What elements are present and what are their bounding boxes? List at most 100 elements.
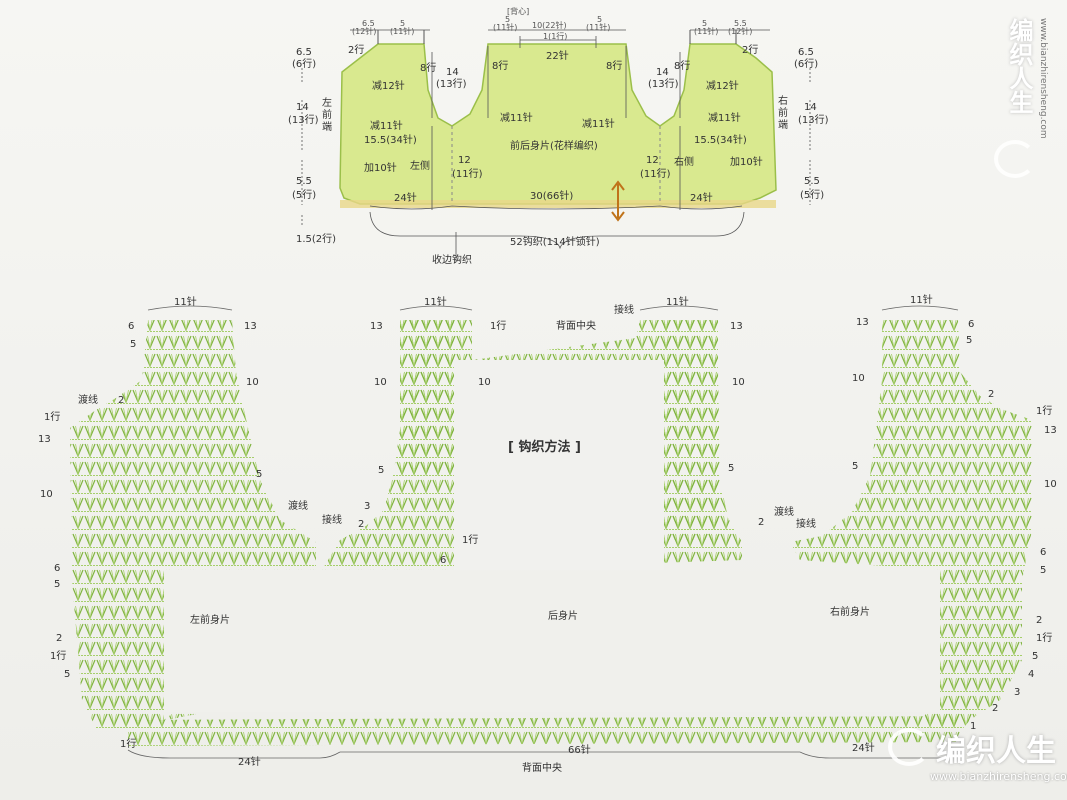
row-mark: 5 — [966, 335, 973, 346]
row-mark: 13 — [1044, 425, 1057, 436]
dim-left-shoulder: 6.5 — [362, 19, 375, 28]
row-mark: 1 — [970, 721, 977, 732]
row-mark: 10 — [732, 377, 745, 388]
dec12-r: 减12针 — [706, 81, 739, 92]
edge-label: 收边钩织 — [432, 255, 472, 266]
dim-right-shoulder: 5.5 — [734, 19, 747, 28]
row-mark: 5 — [54, 579, 61, 590]
right-h3r: (5行) — [800, 190, 825, 201]
rows2-r: 2行 — [742, 45, 759, 56]
shoulder-dash-r — [689, 30, 737, 44]
row-mark: 5 — [378, 465, 385, 476]
width-l: 15.5(34针) — [364, 135, 417, 146]
row-mark: 5 — [130, 339, 137, 350]
row-mark: 2 — [118, 395, 125, 406]
bottom-24-left: 24针 — [238, 757, 261, 768]
st11-a: 11针 — [174, 297, 197, 308]
row-mark: 10 — [246, 377, 259, 388]
row-mark: 1行 — [462, 535, 479, 546]
right-h2: 14 — [804, 102, 817, 113]
center-dim — [487, 46, 627, 118]
row-mark: 5 — [728, 463, 735, 474]
watermark-bottom-right: 编织人生 www.bianzhirensheng.com — [880, 722, 1067, 792]
row-mark: 6 — [1040, 547, 1047, 558]
watermark-brand-vertical: 编织人生 — [1005, 18, 1033, 114]
row-mark: 3 — [364, 501, 371, 512]
right-h3: 5.5 — [804, 176, 820, 187]
dec11-c2: 减11针 — [582, 119, 615, 130]
dim-left-strap-st: (11针) — [390, 27, 415, 36]
right-front-label: 右前端 — [778, 96, 788, 131]
row-mark: 5 — [256, 469, 263, 480]
left-h2: 14 — [296, 102, 309, 113]
st11-b: 11针 — [424, 297, 447, 308]
row-mark: 4 — [1028, 669, 1035, 680]
row-mark: 2 — [988, 389, 995, 400]
bottom-24-right: 24针 — [852, 743, 875, 754]
dim-center-st: 22针 — [546, 51, 569, 62]
row-mark: 2 — [358, 519, 365, 530]
row-mark: 1行 — [1036, 633, 1053, 644]
row-mark: 2 — [758, 517, 765, 528]
side-r: 右侧 — [674, 157, 694, 168]
cross-line-left-top: 渡线 — [78, 395, 98, 406]
row-mark: 5 — [64, 669, 71, 680]
swirl-logo-icon — [888, 728, 930, 766]
left-front-label: 左前端 — [322, 98, 332, 133]
back-opening — [454, 360, 664, 570]
rows2-l: 2行 — [348, 45, 365, 56]
row-mark: 10 — [40, 489, 53, 500]
width-dims — [369, 205, 743, 210]
left-h3r: (5行) — [292, 190, 317, 201]
side-h-l: 12 — [458, 155, 471, 166]
right-front-strap — [790, 320, 1032, 732]
rows8-c2: 8行 — [606, 61, 623, 72]
left-h2r: (13行) — [288, 115, 319, 126]
st11-d: 11针 — [910, 295, 933, 306]
dim-right-shoulder-st: (12针) — [728, 27, 753, 36]
arm-l: 14 — [446, 67, 459, 78]
bottom-24-l: 24针 — [394, 193, 417, 204]
row-mark: 10 — [374, 377, 387, 388]
row-mark: 6 — [440, 555, 447, 566]
dim-center-c-st: (11针) — [586, 23, 611, 32]
dim-center-a-st: (11针) — [493, 23, 518, 32]
dim-center-c: 5 — [597, 15, 603, 24]
side-h-r: 12 — [646, 155, 659, 166]
left-h3: 5.5 — [296, 176, 312, 187]
bottom-30: 30(66针) — [530, 191, 574, 202]
vest-body-shape — [339, 43, 777, 205]
row-mark: 5 — [852, 461, 859, 472]
row-mark: 5 — [1032, 651, 1039, 662]
cross-right: 渡线 — [774, 507, 794, 518]
dec11-l: 减11针 — [370, 121, 403, 132]
arm-rr: (13行) — [648, 79, 679, 90]
row-mark: 2 — [992, 703, 999, 714]
side-l: 左侧 — [410, 161, 430, 172]
row-mark: 10 — [1044, 479, 1057, 490]
dim-left-shoulder-st: (12针) — [352, 27, 377, 36]
direction-arrow — [611, 180, 625, 222]
stitch-chart — [70, 305, 1032, 759]
dim-left-strap: 5 — [400, 19, 406, 28]
left-h1: 6.5 — [296, 47, 312, 58]
dec11-r: 减11针 — [708, 113, 741, 124]
dec12-l: 减12针 — [372, 81, 405, 92]
vest-schematic — [301, 29, 811, 262]
piece-right: 右前身片 — [830, 607, 870, 618]
row-mark: 13 — [244, 321, 257, 332]
rows8-c1: 8行 — [492, 61, 509, 72]
bottom-66: 66针 — [568, 745, 591, 756]
vest-hem-band — [340, 200, 776, 208]
watermark-top-right: 编织人生 www.bianzhirensheng.com — [992, 10, 1062, 190]
row-mark: 13 — [38, 434, 51, 445]
row-mark: 2 — [56, 633, 63, 644]
top-dim-lines — [350, 29, 770, 48]
inc10-r: 加10针 — [730, 157, 763, 168]
bottom-dimension-lines — [127, 305, 959, 759]
center-body-label: 前后身片(花样编织) — [510, 141, 598, 152]
back-center-top: 背面中央 — [556, 321, 596, 332]
chart-title: [ 钩织方法 ] — [508, 440, 581, 455]
right-h1: 6.5 — [798, 47, 814, 58]
row-mark: 13 — [856, 317, 869, 328]
